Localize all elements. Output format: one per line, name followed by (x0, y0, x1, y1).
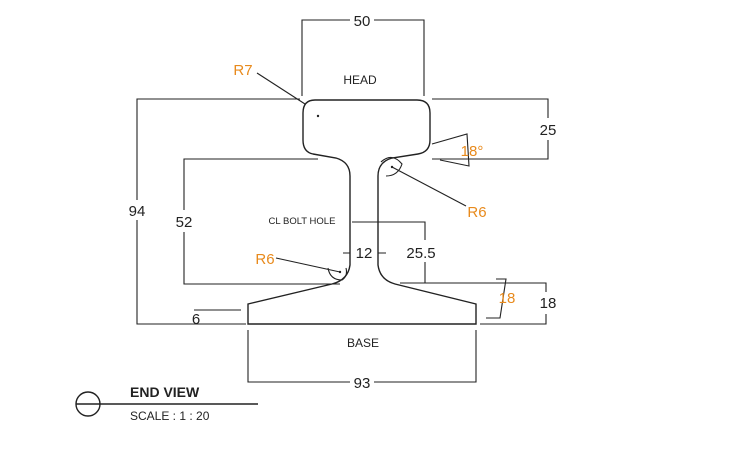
dim-base-width: 93 (354, 375, 371, 392)
dim-base-width-lines (247, 330, 477, 383)
view-scale: SCALE : 1 : 20 (130, 409, 210, 423)
dim-total-height: 94 (129, 203, 146, 220)
dim-base-edge: 6 (192, 311, 200, 328)
radius-r7-label: R7 (233, 62, 252, 79)
fillet-r6-top (380, 156, 403, 177)
dim-bolt-hole-lines (352, 221, 426, 283)
bolt-hole-label: CL BOLT HOLE (269, 216, 336, 227)
angle-base-indicator (486, 278, 507, 319)
dim-head-height: 25 (540, 122, 557, 139)
head-label: HEAD (343, 73, 377, 87)
angle-base-label: 18 (499, 290, 516, 307)
leader-r6-top (391, 166, 467, 207)
dim-base-height-lines (400, 282, 547, 325)
dim-web-height-lines (183, 158, 340, 285)
dim-head-width: 50 (354, 13, 371, 30)
radius-r6-bottom-label: R6 (255, 251, 274, 268)
angle-head-label: 18° (461, 143, 484, 160)
angle-head-indicator (431, 133, 470, 167)
view-title-block: END VIEW SCALE : 1 : 20 (75, 384, 258, 423)
dim-web-thickness: 12 (356, 245, 373, 262)
fillet-r6-bottom (327, 267, 348, 281)
dim-total-height-lines (136, 98, 300, 325)
leader-r6-bottom (275, 257, 341, 273)
radius-r6-top-label: R6 (467, 204, 486, 221)
dim-base-flange-height: 18 (540, 295, 557, 312)
radius-marker-dot (316, 114, 320, 118)
dim-head-height-lines (432, 98, 549, 160)
view-title: END VIEW (130, 384, 200, 400)
base-label: BASE (347, 336, 379, 350)
rail-profile (247, 99, 477, 325)
dim-head-width-lines (301, 19, 425, 96)
dim-bolt-hole-height: 25.5 (406, 245, 435, 262)
leader-r7 (256, 72, 306, 105)
dim-web-height: 52 (176, 214, 193, 231)
